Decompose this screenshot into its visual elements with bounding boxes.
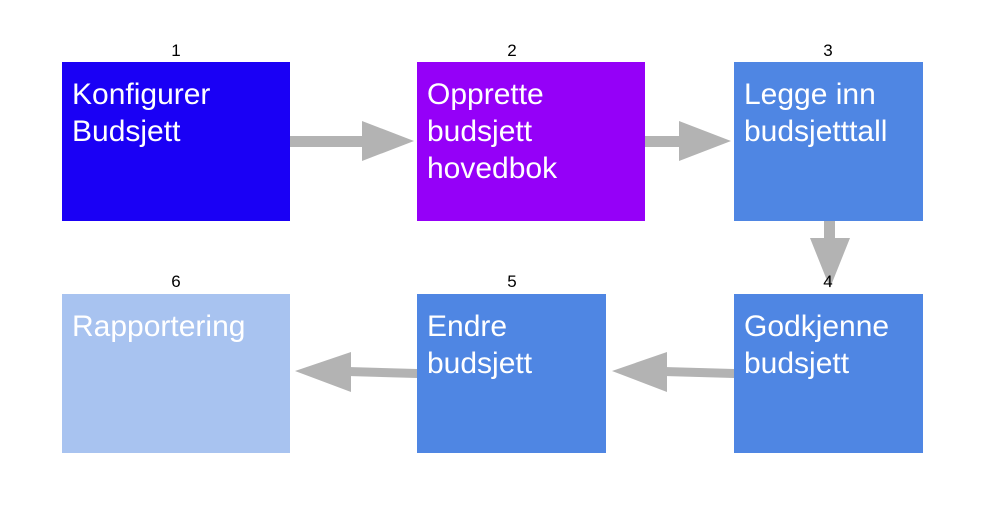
arrow-step5-to-step6 [295, 352, 417, 392]
step-number: 5 [507, 272, 517, 291]
step-box-opprette-budsjett-hovedbok: Opprette budsjett hovedbok [417, 62, 645, 221]
arrow-step1-to-step2 [290, 121, 414, 161]
arrow-step4-to-step5 [612, 352, 734, 392]
step-box-godkjenne-budsjett: Godkjenne budsjett [734, 294, 923, 453]
arrow-step3-to-step4 [810, 221, 850, 288]
step-label: Endre budsjett [427, 310, 533, 380]
step-label: Konfigurer Budsjett [72, 78, 211, 148]
step-label: Legge inn budsjetttall [744, 78, 888, 148]
step-box-endre-budsjett: Endre budsjett [417, 294, 606, 453]
step-label: Opprette budsjett hovedbok [427, 78, 558, 185]
step-box-rapportering: Rapportering [62, 294, 290, 453]
step-number: 1 [171, 41, 181, 60]
step-number: 2 [507, 41, 517, 60]
step-label: Godkjenne budsjett [744, 310, 890, 380]
step-number: 3 [823, 41, 833, 60]
step-number: 6 [171, 272, 181, 291]
step-box-legge-inn-budsjetttall: Legge inn budsjetttall [734, 62, 923, 221]
step-number: 4 [823, 272, 833, 291]
step-box-konfigurer-budsjett: Konfigurer Budsjett [62, 62, 290, 221]
step-label: Rapportering [72, 310, 246, 343]
